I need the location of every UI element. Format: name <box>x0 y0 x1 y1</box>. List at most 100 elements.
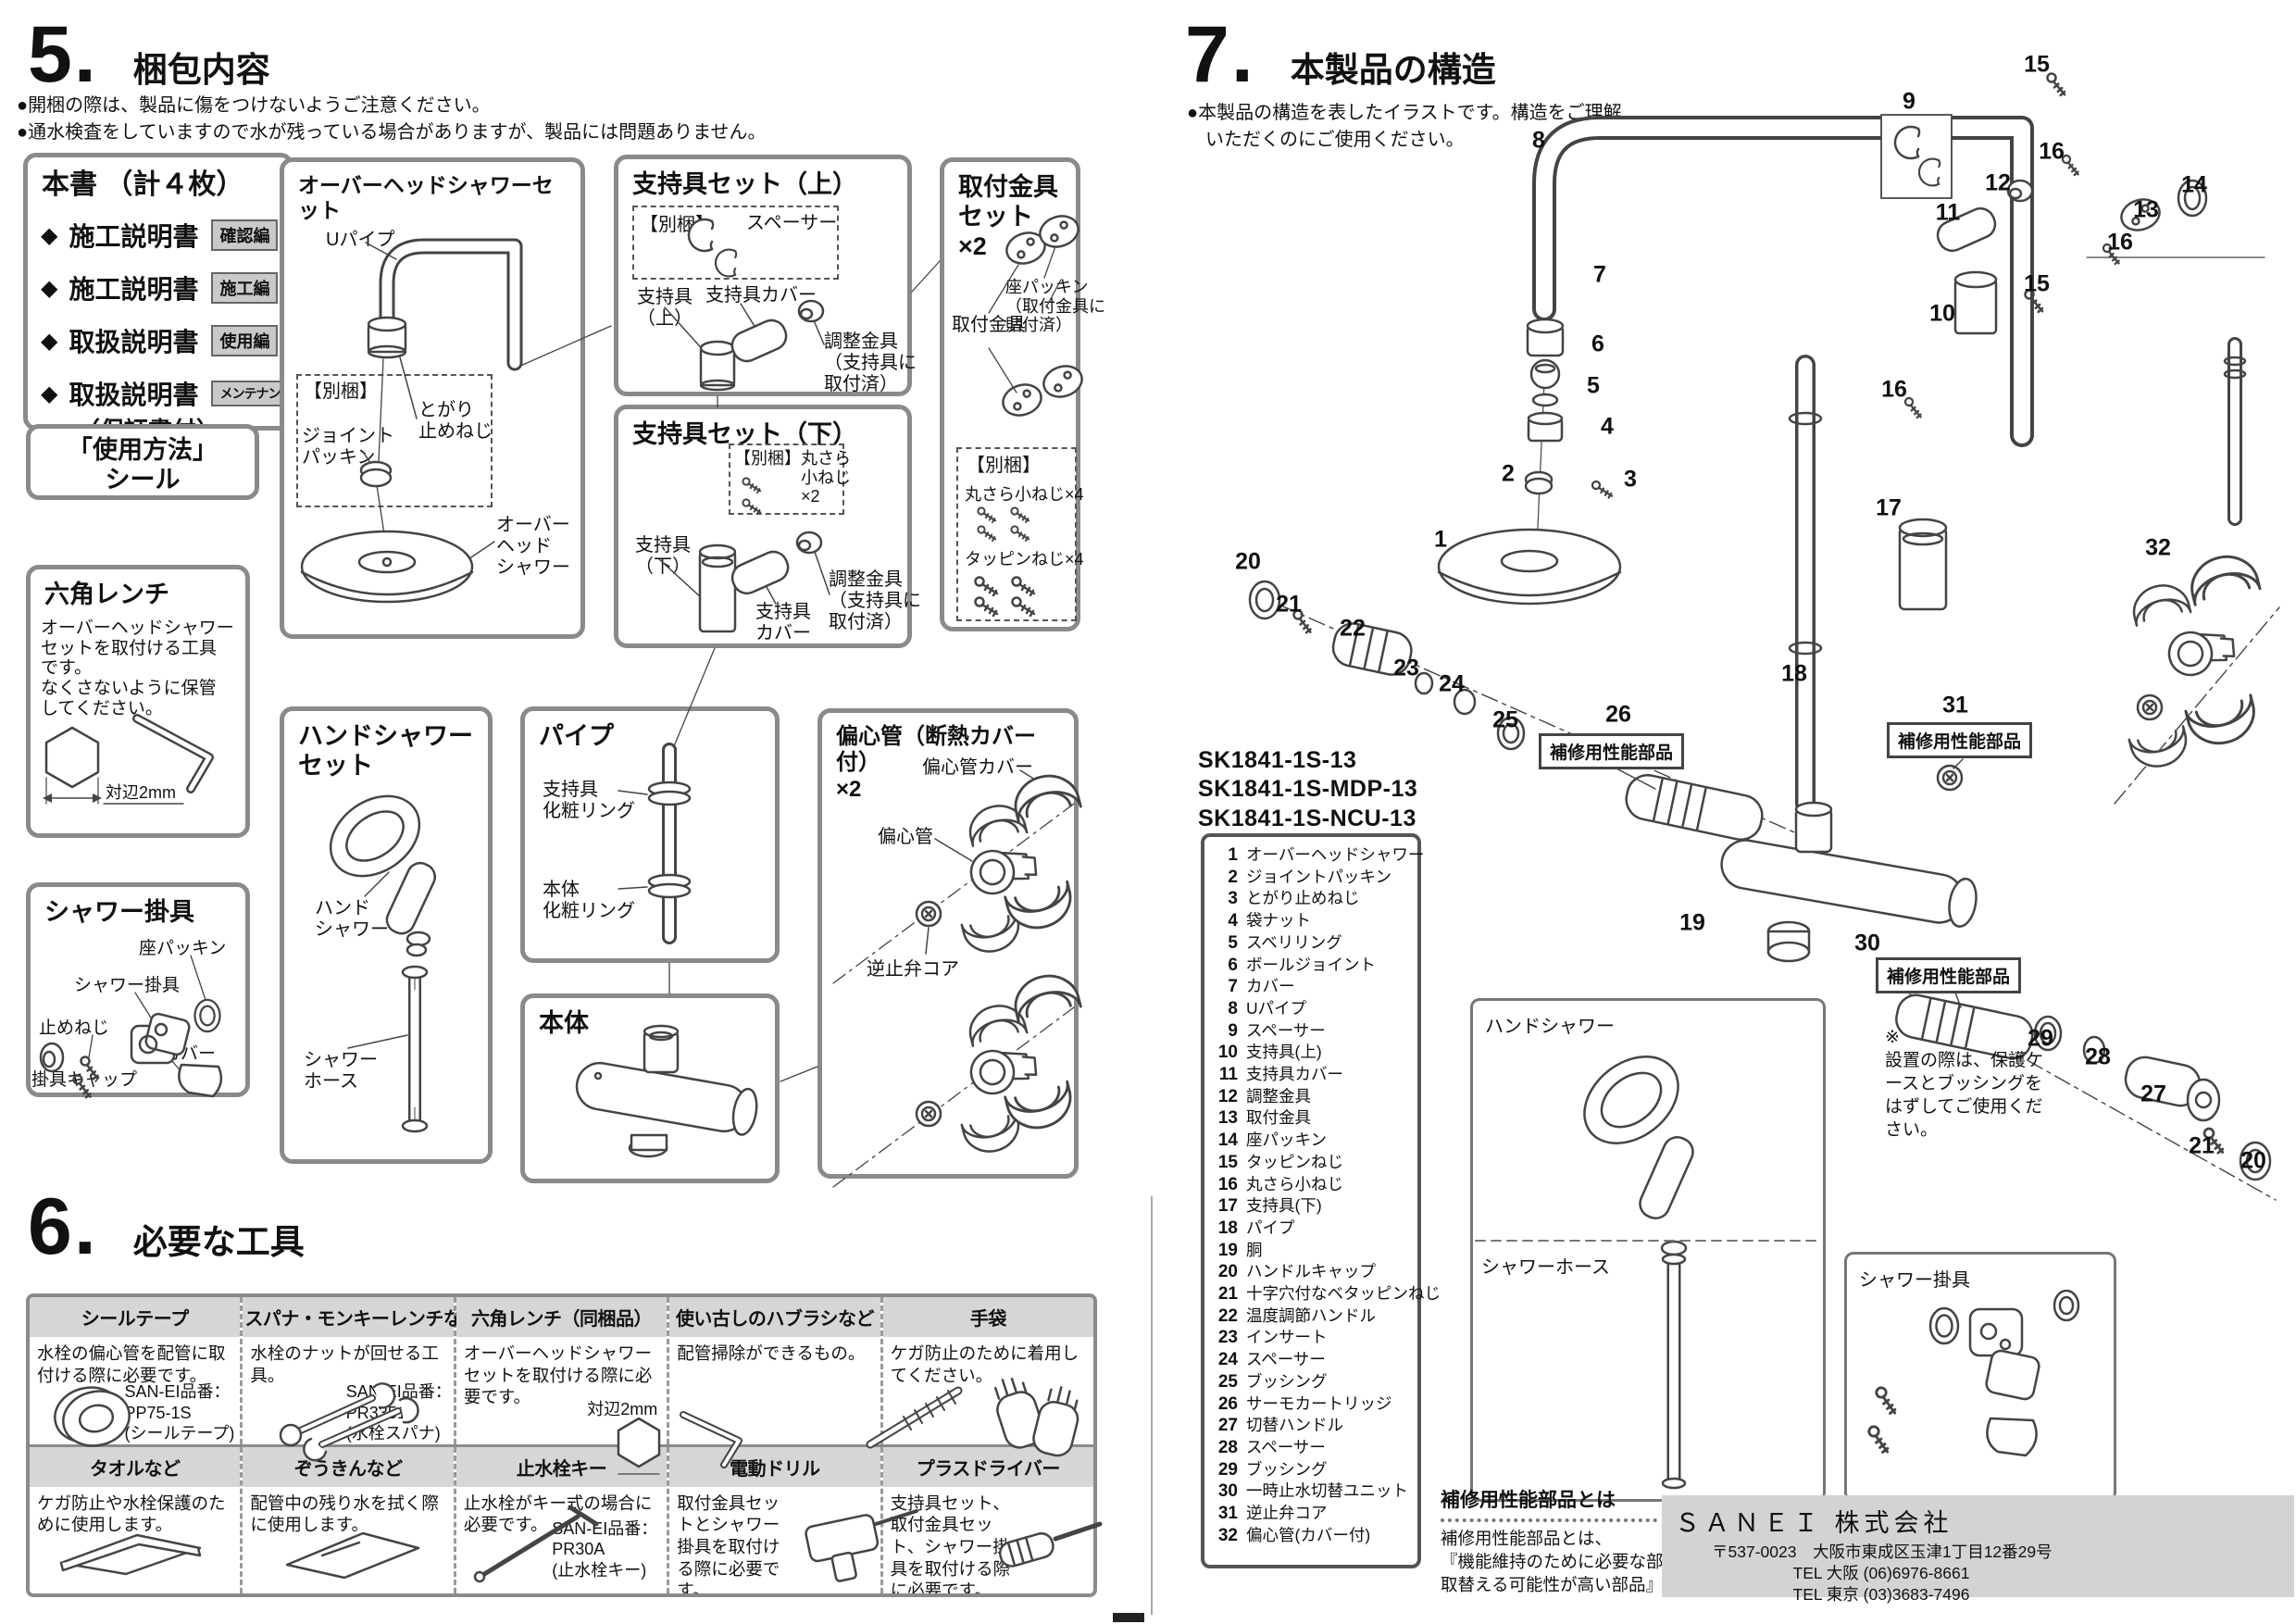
parts-list-row: 12 調整金具 <box>1204 1086 1417 1108</box>
part-name: スベリリング <box>1246 932 1342 952</box>
tool-body: 止水栓がキー式の場合に必要です。 SAN-EI品番： PR30A (止水栓キー) <box>456 1487 667 1594</box>
repair-part-tag: 補修用性能部品 <box>1876 957 2022 993</box>
hand-shower-subbox <box>1470 998 1826 1502</box>
repair-part-tag: 補修用性能部品 <box>1539 733 1685 769</box>
part-callout-number: 29 <box>2028 1025 2053 1052</box>
part-callout-number: 22 <box>1340 615 1366 642</box>
tool-part-number: SAN-EI品番： PP75-1S (シールテープ) <box>124 1382 235 1443</box>
part-callout-number: 23 <box>1393 655 1419 681</box>
parts-list-row: 9 スペーサー <box>1204 1020 1417 1043</box>
repair-parts-note: 補修用性能部品とは 補修用性能部品とは、 『機能維持のために必要な部品であり、使… <box>1441 1485 1851 1597</box>
part-name: スペーサー <box>1246 1437 1326 1456</box>
part-number: 29 <box>1217 1459 1238 1480</box>
document-badge: 確認編 <box>211 219 279 252</box>
part-number: 26 <box>1217 1393 1238 1414</box>
part-name: Uパイプ <box>1246 998 1307 1018</box>
tool-name: 手袋 <box>882 1297 1093 1337</box>
part-number: 31 <box>1217 1504 1238 1524</box>
part-number: 8 <box>1228 998 1238 1018</box>
box-overhead-title: オーバーヘッドシャワーセット <box>298 173 554 223</box>
part-name: 十字穴付なベタッピンねじ <box>1246 1284 1441 1304</box>
part-callout-number: 7 <box>1593 261 1606 288</box>
parts-list-row: 8 Uパイプ <box>1204 998 1417 1020</box>
page-divider <box>1151 1196 1153 1615</box>
tool-name: プラスドライバー <box>882 1446 1093 1487</box>
tools-row-2: タオルなど ケガ防止や水栓保護のために使用します。 ぞうきんなど 配管中の残り水… <box>30 1443 1093 1594</box>
hex-wrench-desc: オーバーヘッドシャワー セットを取付ける工具 です。 なくさないように保管 して… <box>41 618 234 718</box>
part-number: 17 <box>1217 1196 1238 1217</box>
document-label: 取扱説明書 <box>69 328 199 357</box>
tool-name: タオルなど <box>30 1446 241 1487</box>
part-callout-number: 18 <box>1781 660 1807 687</box>
document-item: ◆ 施工説明書 確認編 <box>41 217 279 254</box>
box-body-title: 本体 <box>539 1009 589 1037</box>
company-info-box: ＳＡＮＥＩ 株式会社 〒537-0023 大阪市東成区玉津1丁目12番29号 T… <box>1662 1495 2294 1604</box>
part-number: 15 <box>1217 1152 1238 1172</box>
parts-list-row: 20 ハンドルキャップ <box>1204 1261 1417 1283</box>
document-badge: 使用編 <box>211 325 279 357</box>
part-name: ボールジョイント <box>1246 955 1376 974</box>
support-cover-label: 支持具 カバー <box>755 602 811 643</box>
part-number: 27 <box>1217 1416 1238 1436</box>
part-callout-number: 10 <box>1929 300 1955 327</box>
tool-cell-cloth: ぞうきんなど 配管中の残り水を拭く際に使用します。 <box>243 1446 456 1593</box>
bracket-bekkon-box <box>956 447 1077 621</box>
part-name: 切替ハンドル <box>1246 1416 1343 1435</box>
spacer-label: スペーサー <box>746 213 838 233</box>
part-name: 偏心管(カバー付) <box>1246 1525 1371 1544</box>
section7-header: 7. 本製品の構造 <box>1185 15 1496 94</box>
bracket-neji2-label: タッピンねじ×4 <box>965 550 1084 568</box>
tool-body: 取付金具セットとシャワー掛具を取付ける際に必要です。 <box>669 1487 795 1597</box>
part-number: 4 <box>1228 911 1238 931</box>
part-callout-number: 27 <box>2140 1081 2166 1107</box>
hanger-zapacking-label: 座パッキン <box>139 939 227 958</box>
hex-dimension-label: 対辺2mm <box>106 783 176 802</box>
tools-table: シールテープ 水栓の偏心管を配管に取付ける際に必要です。 SAN-EI品番： P… <box>26 1293 1097 1597</box>
parts-list-row: 6 ボールジョイント <box>1204 955 1417 977</box>
part-callout-number: 5 <box>1587 372 1600 399</box>
part-callout-number: 20 <box>1235 548 1261 575</box>
parts-list-row: 22 温度調節ハンドル <box>1204 1305 1417 1328</box>
part-number: 1 <box>1228 845 1238 865</box>
tool-cell-hexwrench: 六角レンチ（同梱品） オーバーヘッドシャワーセットを取付ける際に必要です。 対辺… <box>455 1297 670 1444</box>
part-callout-number: 20 <box>2240 1147 2266 1174</box>
box-eccentric: 偏心管（断熱カバー付） ×2 <box>817 708 1079 1179</box>
part-name: 一時止水切替ユニット <box>1246 1481 1408 1501</box>
section5-header: 5. 梱包内容 <box>28 15 270 94</box>
part-callout-number: 17 <box>1876 494 1902 521</box>
part-number: 19 <box>1217 1240 1238 1260</box>
tool-cell-wrench: スパナ・モンキーレンチなど 水栓のナットが回せる工具。 SAN-EI品番： PR… <box>243 1297 480 1444</box>
box-pipe-title: パイプ <box>539 722 614 750</box>
part-name: 逆止弁コア <box>1246 1504 1328 1523</box>
repair-note-title: 補修用性能部品とは <box>1441 1490 1616 1511</box>
parts-list-rows: 1 オーバーヘッドシャワー 2 ジョイントパッキン 3 とがり止めねじ 4 袋ナ… <box>1204 844 1441 1547</box>
part-number: 11 <box>1218 1065 1238 1085</box>
parts-list-row: 30 一時止水切替ユニット <box>1204 1480 1417 1503</box>
tool-dimension: 対辺2mm <box>587 1400 658 1418</box>
tool-body: ケガ防止や水栓保護のために使用します。 <box>30 1487 240 1594</box>
box-hanger-title: シャワー掛具 <box>44 898 194 926</box>
support-cover-label: 支持具カバー <box>705 285 817 306</box>
box-hand-shower-title: ハンドシャワー セット <box>298 722 473 780</box>
tool-desc: 配管掃除ができるもの。 <box>677 1343 866 1363</box>
tool-name: 電動ドリル <box>669 1446 880 1487</box>
parts-list-row: 19 胴 <box>1204 1240 1417 1262</box>
tool-desc: 取付金具セットとシャワー掛具を取付ける際に必要です。 <box>677 1493 780 1597</box>
document-label: 施工説明書 <box>69 222 199 252</box>
part-callout-number: 28 <box>2085 1043 2111 1070</box>
tool-body: ケガ防止のために着用してください。 <box>883 1337 1093 1444</box>
parts-list-row: 3 とがり止めねじ <box>1204 888 1417 910</box>
tool-part-number: SAN-EI品番： PR30A (止水栓キー) <box>552 1518 658 1580</box>
document-badge: 施工編 <box>211 272 279 305</box>
part-number: 16 <box>1217 1174 1238 1194</box>
part-number: 13 <box>1217 1108 1238 1129</box>
tool-name: シールテープ <box>30 1297 241 1337</box>
box-honsho: 本書 （計４枚） ◆ 施工説明書 確認編 ◆ 施工説明書 施工編 ◆ 取扱説明書… <box>23 153 313 444</box>
shower-hose-label: シャワー ホース <box>304 1050 378 1092</box>
tools-row-1: シールテープ 水栓の偏心管を配管に取付ける際に必要です。 SAN-EI品番： P… <box>30 1297 1093 1444</box>
part-name: 丸さら小ねじ <box>1246 1174 1343 1193</box>
part-callout-number: 19 <box>1679 909 1705 936</box>
part-name: ブッシング <box>1246 1459 1328 1479</box>
tool-body: 支持具セット、取付金具セット、シャワー掛具を取付ける際に必要です。 <box>883 1487 1018 1594</box>
tool-body: オーバーヘッドシャワーセットを取付ける際に必要です。 対辺2mm <box>456 1337 667 1444</box>
